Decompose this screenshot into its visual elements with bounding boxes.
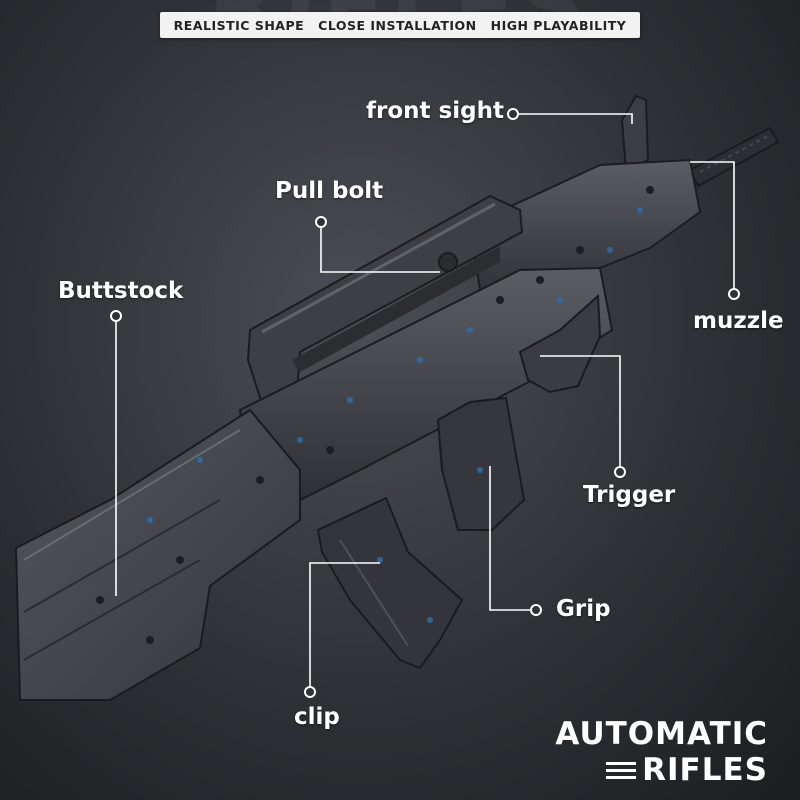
feature-realistic-shape: REALISTIC SHAPE bbox=[173, 17, 305, 33]
speed-lines-icon bbox=[606, 761, 637, 779]
front-sight-label: front sight bbox=[366, 98, 504, 124]
grip-callout-line bbox=[489, 466, 532, 611]
callout-lines bbox=[115, 113, 735, 690]
trigger-callout-line bbox=[540, 355, 621, 470]
trigger-assembly bbox=[518, 293, 602, 394]
clip-label: clip bbox=[294, 704, 340, 730]
magazine-clip bbox=[316, 496, 464, 670]
buttstock-part bbox=[14, 408, 301, 701]
muzzle-callout-line bbox=[690, 161, 735, 292]
pull-bolt-label: Pull bolt bbox=[275, 178, 384, 204]
buttstock-callout-dot bbox=[110, 310, 122, 322]
callout-endpoints bbox=[110, 108, 740, 698]
muzzle-label: muzzle bbox=[693, 308, 784, 334]
front-sight-part bbox=[620, 94, 650, 172]
trigger-label: Trigger bbox=[583, 482, 676, 508]
muzzle-callout-dot bbox=[728, 288, 740, 300]
grip-callout-dot bbox=[530, 604, 542, 616]
carry-handle bbox=[246, 194, 524, 405]
feature-high-playability: HIGH PLAYABILITY bbox=[490, 17, 627, 33]
pull-bolt-callout-line bbox=[320, 226, 440, 273]
grip-label: Grip bbox=[556, 596, 611, 622]
front-sight-callout-dot bbox=[507, 108, 519, 120]
clip-callout-dot bbox=[304, 686, 316, 698]
technic-pin-details bbox=[147, 207, 643, 623]
pull-bolt-knob bbox=[438, 252, 458, 272]
feature-banner: REALISTIC SHAPE CLOSE INSTALLATION HIGH … bbox=[160, 12, 640, 38]
title-line-rifles: RIFLES bbox=[642, 752, 768, 788]
clip-callout-line bbox=[309, 562, 380, 690]
hole-details bbox=[96, 186, 654, 644]
title-line-rifles-wrapper: RIFLES bbox=[606, 752, 768, 788]
buttstock-label: Buttstock bbox=[58, 278, 184, 304]
trigger-callout-dot bbox=[614, 466, 626, 478]
front-sight-callout-line bbox=[518, 113, 633, 124]
feature-close-installation: CLOSE INSTALLATION bbox=[318, 17, 477, 33]
pistol-grip bbox=[436, 396, 526, 531]
pull-bolt-callout-dot bbox=[315, 216, 327, 228]
muzzle-barrel bbox=[688, 126, 780, 188]
title-line-automatic: AUTOMATIC bbox=[555, 716, 768, 752]
